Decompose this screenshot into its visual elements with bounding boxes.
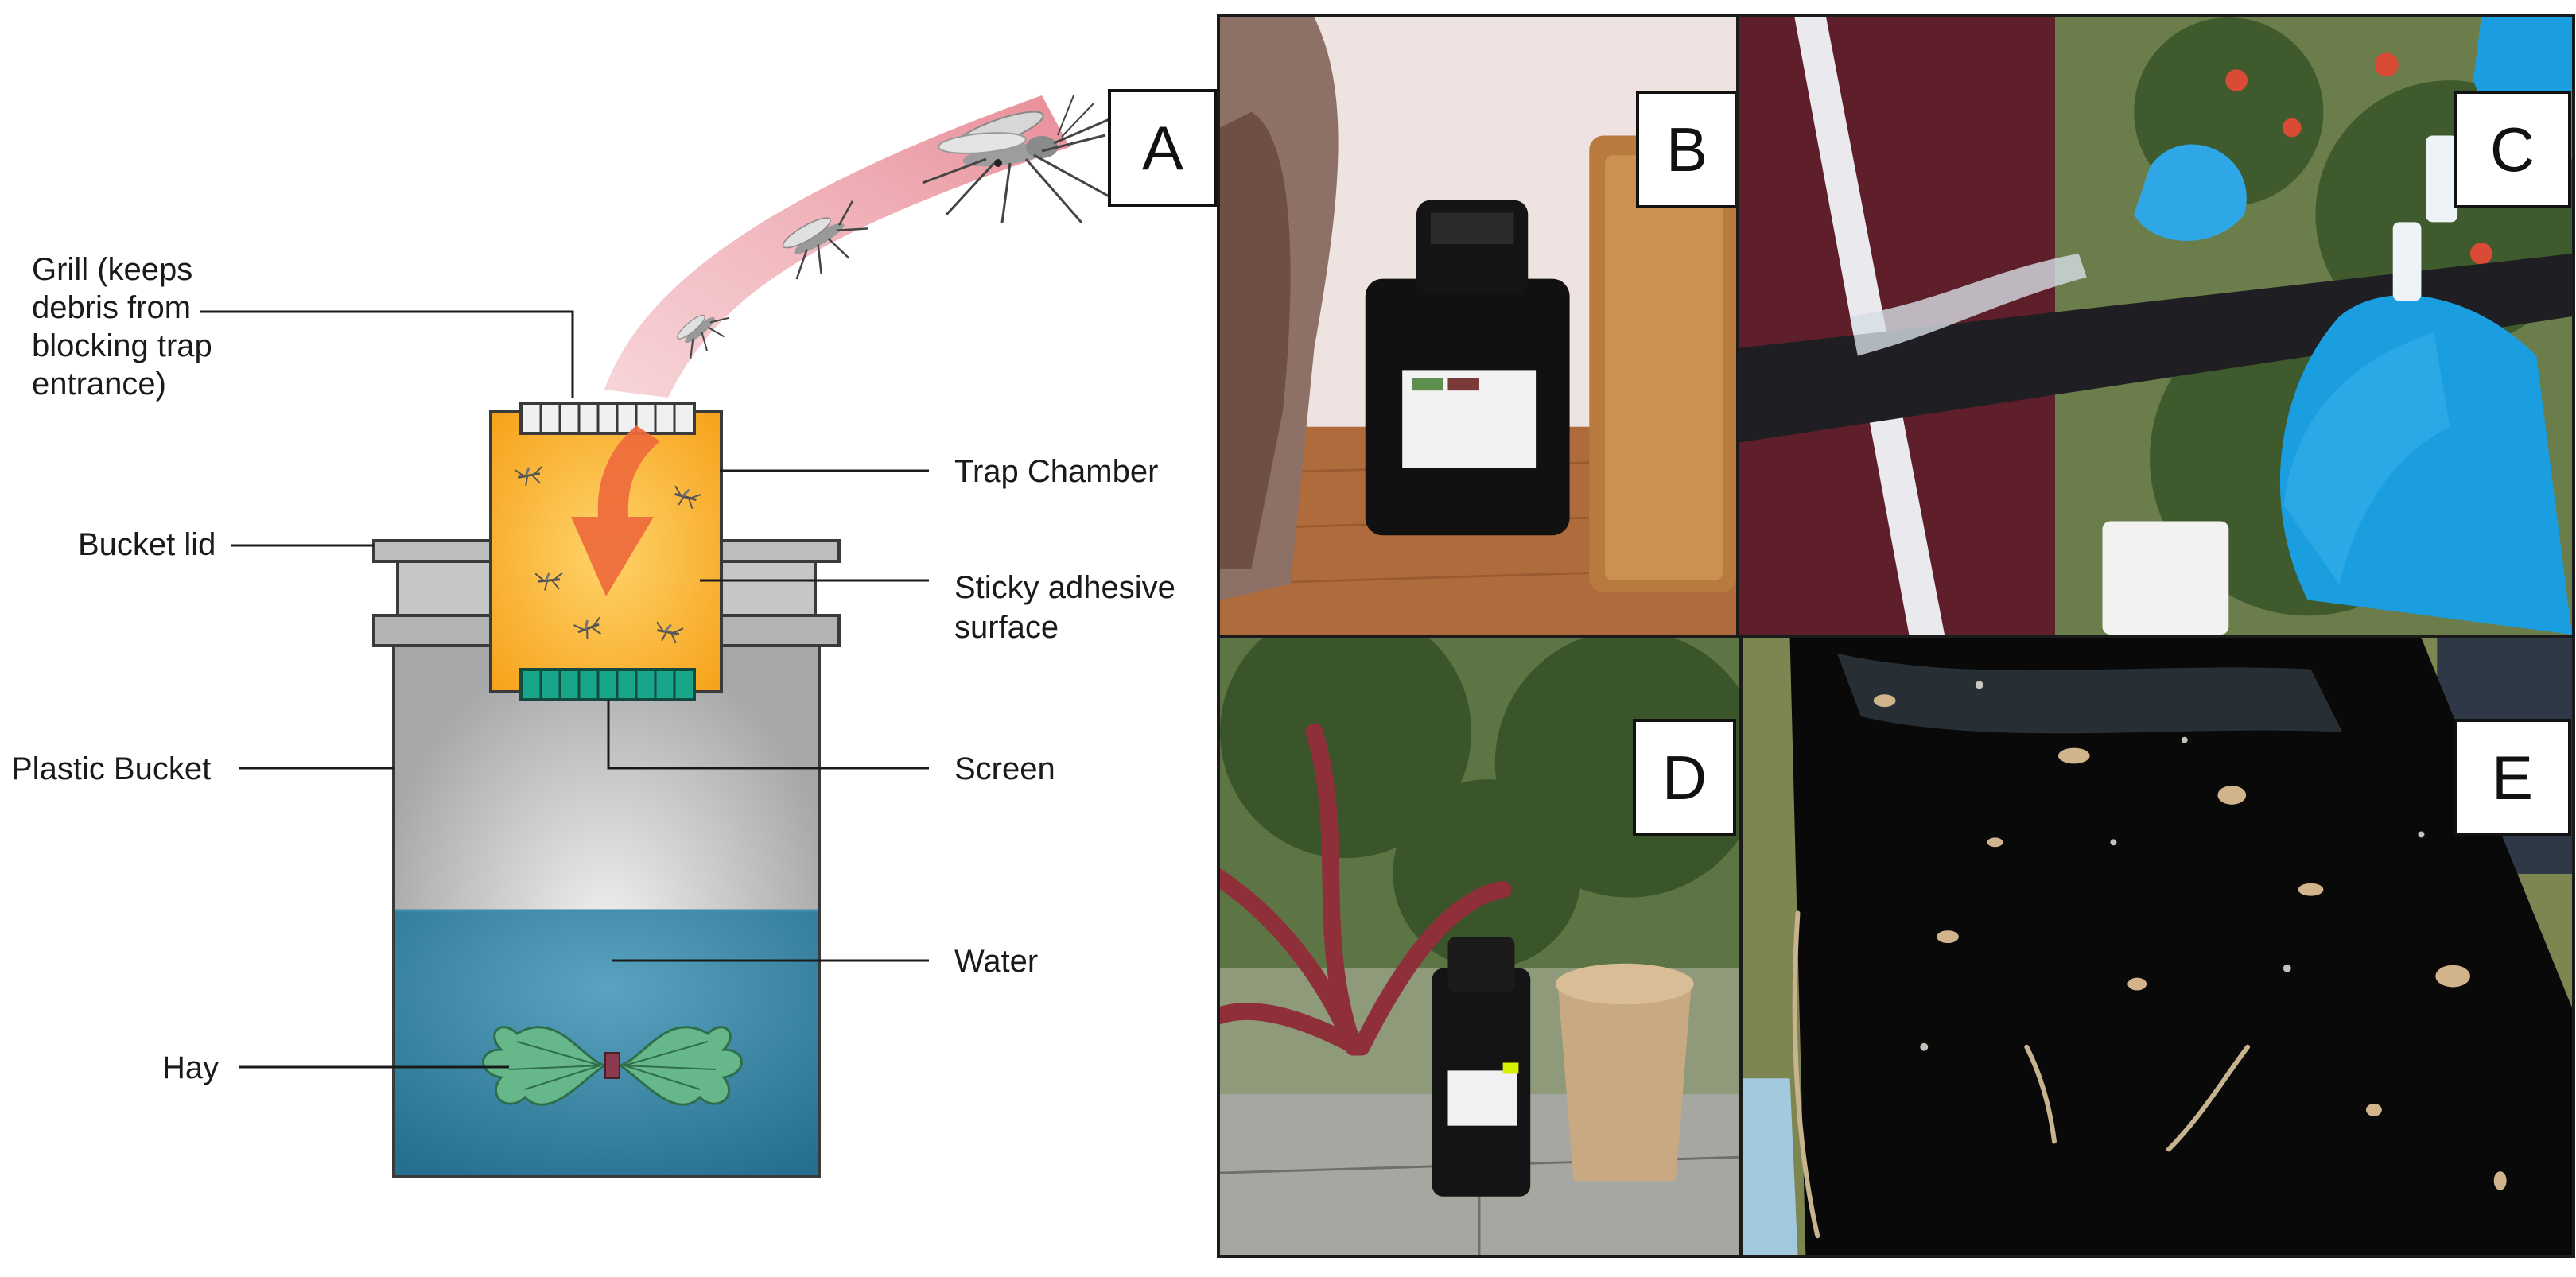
entry-arrow (571, 425, 660, 596)
grill-label-line: Grill (keeps (32, 252, 192, 287)
panel-letter-a: A (1108, 89, 1218, 207)
water-label: Water (954, 944, 1038, 979)
mosquito-medium (782, 200, 869, 280)
sticky-surface-label-line: Sticky adhesive (954, 570, 1175, 605)
photo-e-sticky-surface (1739, 635, 2575, 1258)
sticky-surface-label-line: surface (954, 610, 1059, 645)
screen (519, 668, 696, 701)
grill-label-line: blocking trap (32, 328, 212, 363)
leader-lines (200, 310, 929, 1069)
grill (519, 402, 696, 435)
panel-letter-c: C (2454, 91, 2571, 208)
grill-label: Grill (keeps debris from blocking trap e… (32, 252, 221, 402)
hay-label: Hay (162, 1050, 219, 1085)
mosquito-large (922, 95, 1114, 223)
photo-d-outdoor-trap (1217, 635, 1743, 1258)
panel-letter-d: D (1633, 719, 1736, 836)
photo-c-sample-collection (1736, 14, 2575, 638)
trap-chamber-label: Trap Chamber (954, 454, 1158, 489)
photo-b-indoor-trap (1217, 14, 1739, 638)
mosquito-small (677, 314, 730, 359)
sticky-surface-label: Sticky adhesive surface (954, 570, 1184, 645)
trap-diagram: Grill (keeps debris from blocking trap e… (11, 95, 1184, 1178)
water (395, 910, 818, 1175)
bucket-lid-label: Bucket lid (78, 527, 216, 562)
plastic-bucket (392, 635, 821, 1178)
panel-letter-e: E (2454, 719, 2571, 836)
hay (482, 1026, 743, 1106)
panel-letter-b: B (1636, 91, 1738, 208)
grill-label-line: entrance) (32, 367, 166, 402)
screen-label: Screen (954, 751, 1055, 786)
grill-label-line: debris from (32, 290, 191, 325)
trap-chamber (489, 402, 723, 701)
plastic-bucket-label: Plastic Bucket (11, 751, 211, 786)
